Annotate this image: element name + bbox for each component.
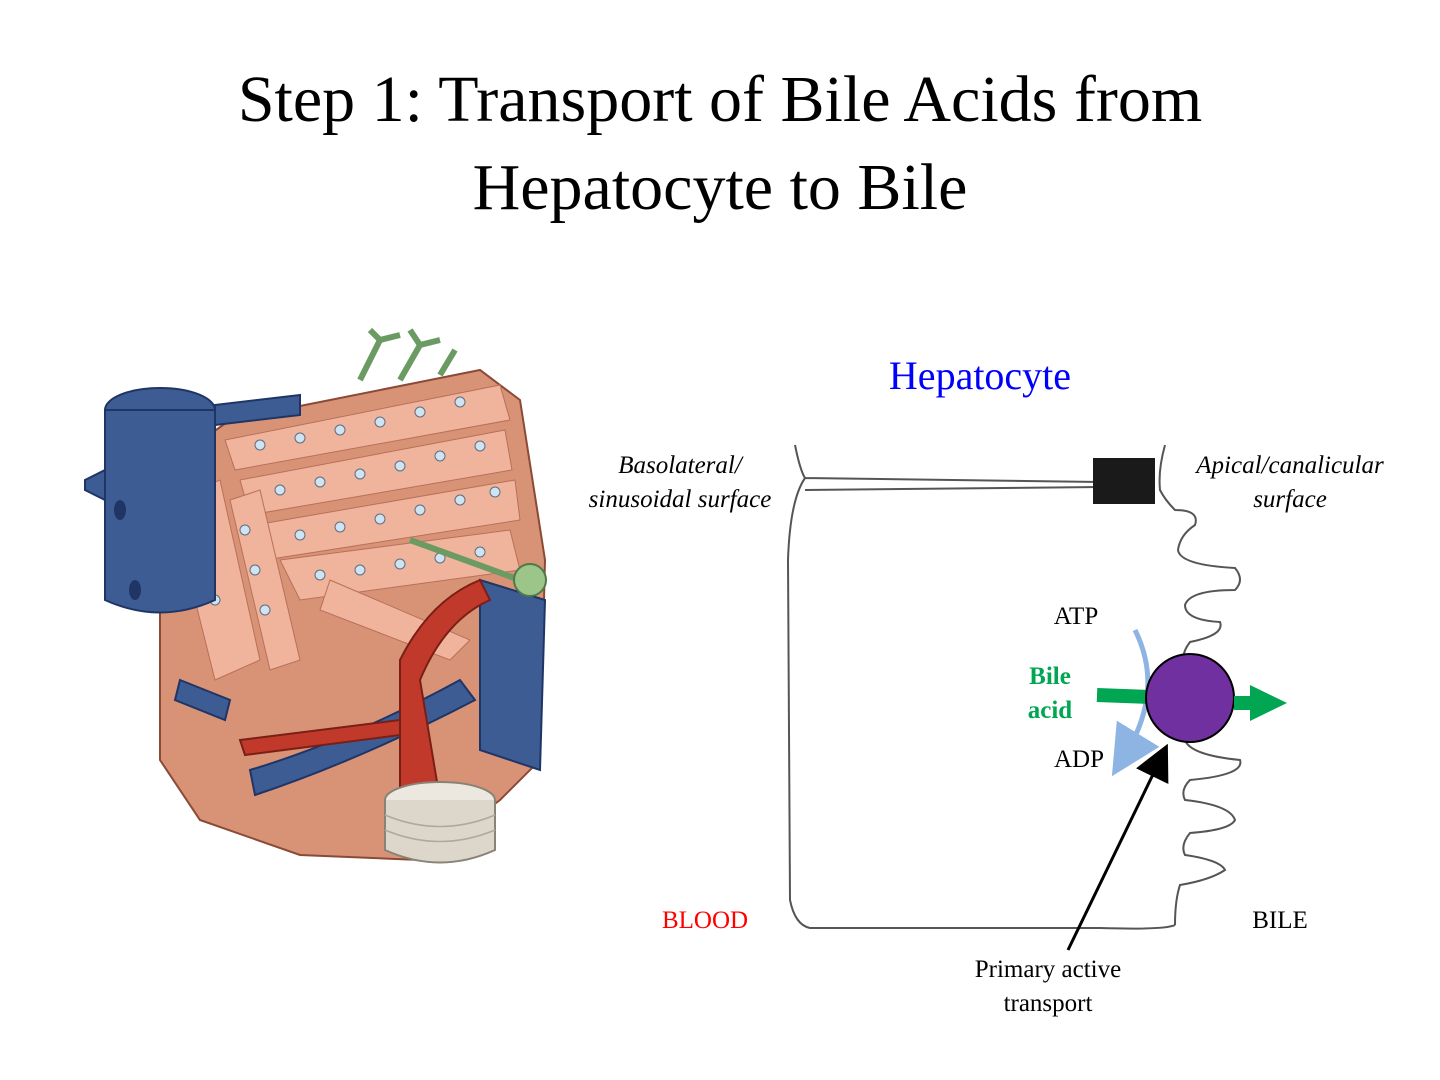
portal-tract-stump [384, 781, 496, 864]
bile-acid-label: Bile acid [1015, 660, 1085, 728]
apical-line-1: Apical/canalicular [1196, 452, 1384, 479]
cell-nuclei [189, 396, 501, 616]
atp-label: ATP [1053, 603, 1099, 630]
bile-label: BILE [1252, 907, 1308, 934]
transporter-circle [1145, 653, 1235, 743]
transport-line-1: Primary active [974, 956, 1122, 983]
apical-surface-label: Apical/canalicular surface [1170, 449, 1410, 517]
primary-active-transport-label: Primary active transport [948, 953, 1148, 1021]
title-line-1: Step 1: Transport of Bile Acids from [237, 63, 1203, 136]
hepatocyte-label: Hepatocyte [888, 353, 1072, 398]
title-line-2: Hepatocyte to Bile [472, 151, 968, 224]
hepatic-artery [238, 578, 492, 801]
adp-label: ADP [1053, 746, 1104, 773]
bile-acid-line-1: Bile [1029, 663, 1071, 690]
tight-junction [1093, 458, 1155, 504]
transport-line-2: transport [1003, 990, 1093, 1017]
transport-pointer [1066, 743, 1169, 951]
bile-duct [357, 327, 522, 583]
apical-line-2: surface [1253, 486, 1327, 513]
bile-acid-line-2: acid [1027, 697, 1073, 724]
basolateral-line-2: sinusoidal surface [588, 486, 772, 513]
bile-acid-arrow-out [1250, 685, 1287, 721]
blood-label: BLOOD [661, 907, 749, 934]
basolateral-line-1: Basolateral/ [618, 452, 742, 479]
slide-title: Step 1: Transport of Bile Acids from Hep… [0, 56, 1440, 232]
basolateral-surface-label: Basolateral/ sinusoidal surface [565, 449, 795, 517]
bile-acid-arrow-in [1096, 688, 1151, 704]
